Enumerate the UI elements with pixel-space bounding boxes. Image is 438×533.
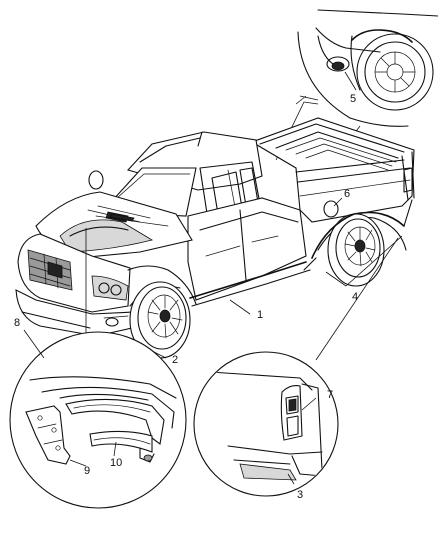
callout-8: 8 [14,317,20,329]
leader-3 [287,473,295,485]
leader-7 [301,397,317,411]
callout-6: 6 [344,188,350,200]
callout-7: 7 [327,389,333,401]
leader-9 [69,459,87,467]
callout-9: 9 [84,465,90,477]
leader-1 [229,299,251,315]
detail-view-rear-flare [295,9,438,127]
leader-10 [113,441,117,457]
leader-detail-right [315,237,399,361]
leader-4 [325,235,403,287]
truck-illustration [15,117,415,359]
callout-4: 4 [352,291,358,303]
leader-8 [23,329,45,359]
leader-6 [333,197,343,207]
callout-2: 2 [172,354,178,366]
detail-view-rear-corner [193,351,339,497]
detail-view-front-flare [9,331,187,509]
callout-5: 5 [350,93,356,105]
rear-wheel [317,213,407,287]
callout-10: 10 [110,457,122,469]
callout-3: 3 [297,489,303,501]
callout-1: 1 [257,309,263,321]
